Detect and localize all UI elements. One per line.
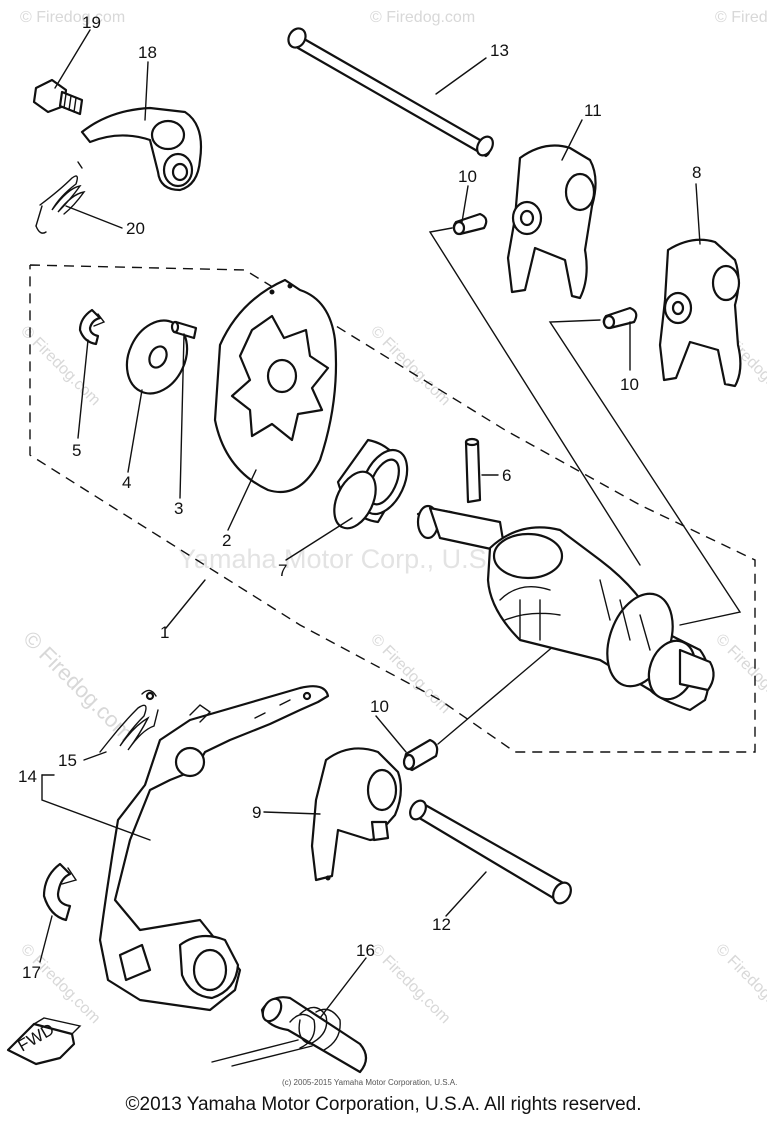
watermark-brand: © Firedog.com bbox=[712, 941, 767, 1027]
spring-16 bbox=[211, 996, 368, 1074]
watermark-brand: © Firedog.com bbox=[20, 9, 125, 26]
callout-11: 11 bbox=[584, 101, 602, 120]
watermark-brand: © Firedog.com bbox=[715, 9, 767, 26]
callout-14: 14 bbox=[18, 767, 37, 786]
callout-labels: 19 18 20 13 11 8 10 10 10 5 4 3 2 7 6 1 … bbox=[18, 13, 701, 982]
watermark-brand: © Firedog.com bbox=[370, 9, 475, 26]
callout-10-top: 10 bbox=[458, 167, 477, 186]
callout-9: 9 bbox=[252, 803, 261, 822]
callout-13: 13 bbox=[490, 41, 509, 60]
watermark-brand: © Firedog.com bbox=[367, 323, 453, 409]
guide-pin-10-top bbox=[452, 212, 488, 236]
shift-fork-9 bbox=[310, 747, 402, 882]
bolt-19 bbox=[32, 78, 84, 116]
watermark-brand: © Firedog.com bbox=[712, 631, 767, 717]
callout-16: 16 bbox=[356, 941, 375, 960]
callout-12: 12 bbox=[432, 915, 451, 934]
spring-15 bbox=[99, 689, 159, 753]
callout-10-right: 10 bbox=[620, 375, 639, 394]
callout-18: 18 bbox=[138, 43, 157, 62]
watermark-center: Yamaha Motor Corp., U.S.A. bbox=[178, 544, 520, 574]
watermark-brand: © Firedog.com bbox=[17, 941, 103, 1027]
callout-10-lower: 10 bbox=[370, 697, 389, 716]
guide-pin-10-lower bbox=[402, 738, 439, 772]
segment-2 bbox=[213, 278, 338, 494]
shaft-13 bbox=[287, 27, 494, 158]
shift-fork-8 bbox=[658, 238, 742, 388]
callout-4: 4 bbox=[122, 473, 131, 492]
callout-3: 3 bbox=[174, 499, 183, 518]
footer-copyright: ©2013 Yamaha Motor Corporation, U.S.A. A… bbox=[125, 1094, 642, 1115]
assembly-outline bbox=[29, 264, 756, 753]
stopper-lever-18 bbox=[80, 106, 203, 192]
small-copyright: (c) 2005-2015 Yamaha Motor Corporation, … bbox=[282, 1078, 457, 1087]
callout-17: 17 bbox=[22, 963, 41, 982]
callout-1: 1 bbox=[160, 623, 169, 642]
bearing-7 bbox=[333, 438, 409, 530]
circlip-17 bbox=[42, 862, 78, 922]
leader-lines bbox=[39, 29, 701, 1019]
washer-4 bbox=[125, 319, 189, 395]
dowel-3 bbox=[170, 320, 198, 340]
callout-15: 15 bbox=[58, 751, 77, 770]
watermark-brand: © Firedog.com bbox=[367, 941, 453, 1027]
forward-arrow-icon: FWD bbox=[6, 1017, 82, 1066]
shift-drum bbox=[416, 504, 715, 712]
spring-20 bbox=[35, 161, 86, 234]
shift-fork-11 bbox=[506, 144, 597, 300]
callout-6: 6 bbox=[502, 466, 511, 485]
callout-19: 19 bbox=[82, 13, 101, 32]
dowel-6 bbox=[464, 437, 482, 504]
callout-8: 8 bbox=[692, 163, 701, 182]
callout-5: 5 bbox=[72, 441, 81, 460]
callout-20: 20 bbox=[126, 219, 145, 238]
callout-2: 2 bbox=[222, 531, 231, 550]
shaft-12 bbox=[409, 799, 572, 905]
shift-shaft-14 bbox=[98, 685, 330, 1012]
circlip-5 bbox=[78, 308, 106, 346]
callout-7: 7 bbox=[278, 561, 287, 580]
guide-pin-10-right bbox=[602, 306, 638, 330]
